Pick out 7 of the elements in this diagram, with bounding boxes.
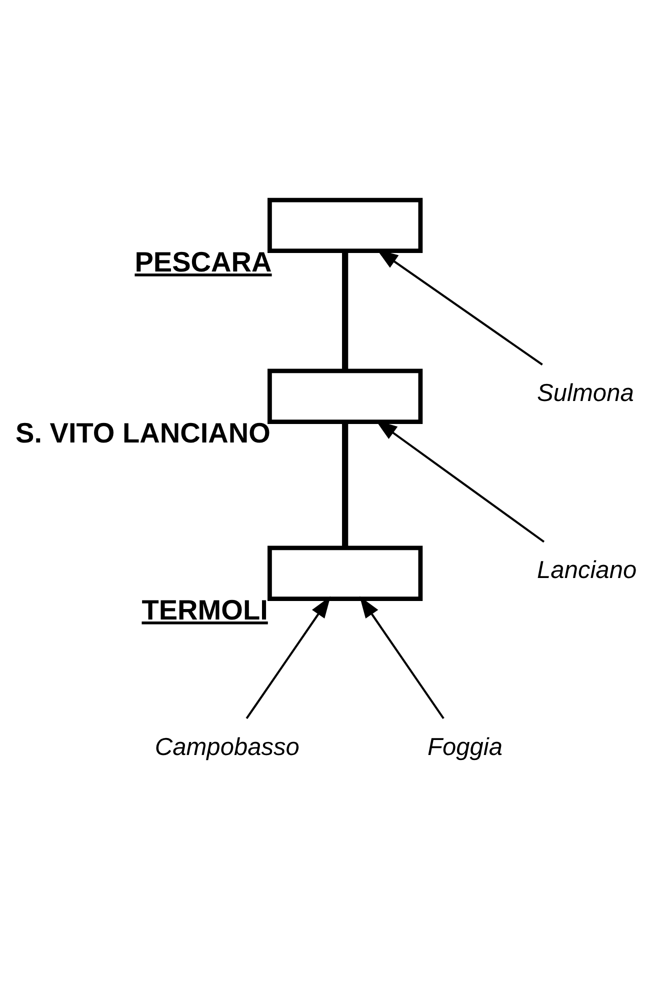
node-text: Sulmona <box>537 380 634 408</box>
node-text: Foggia <box>427 734 502 762</box>
node-text: Campobasso <box>154 734 300 762</box>
node-label: PESCARA <box>134 246 272 278</box>
node-label: TERMOLI <box>142 594 268 626</box>
node-label: S. VITO LANCIANO <box>16 417 270 448</box>
node-text: Lanciano <box>537 557 637 584</box>
